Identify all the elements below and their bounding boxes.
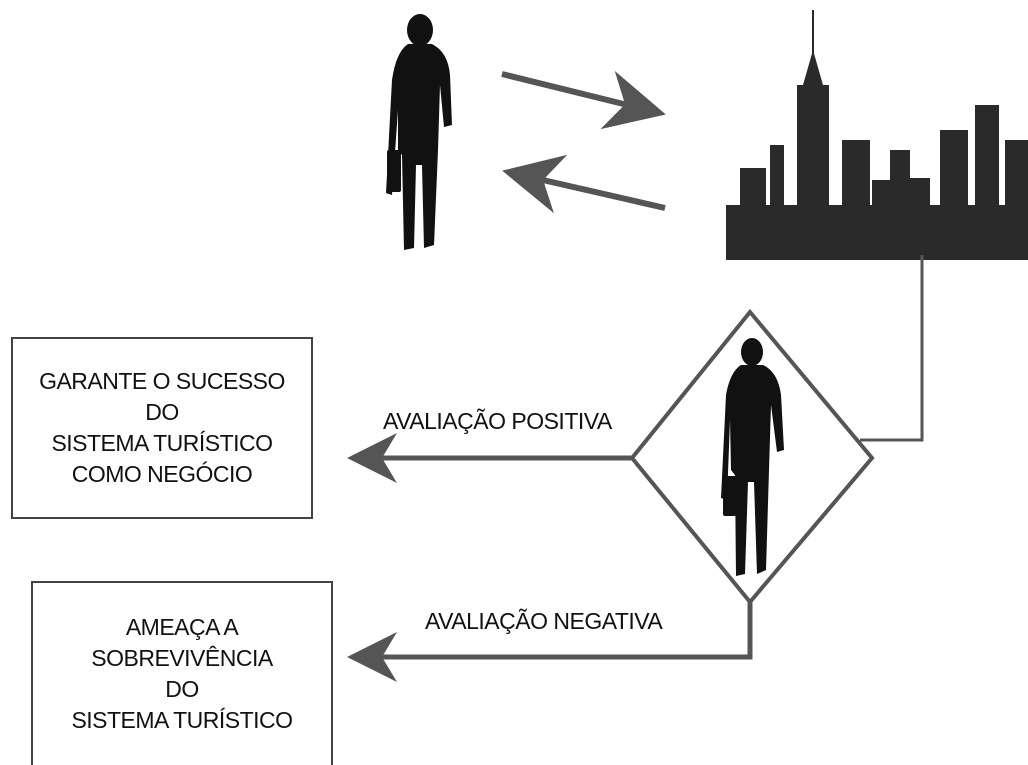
city-to-evaluation-connector	[860, 255, 924, 442]
positive-evaluation-label: AVALIAÇÃO POSITIVA	[383, 408, 612, 434]
arrow-to-traveler	[502, 154, 666, 214]
negative-evaluation-label: AVALIAÇÃO NEGATIVA	[425, 608, 663, 634]
person-in-diamond-icon	[721, 338, 784, 576]
positive-box-line: GARANTE O SUCESSO	[39, 368, 285, 394]
positive-box-line: COMO NEGÓCIO	[71, 461, 253, 487]
negative-box-line: DO	[165, 676, 199, 702]
positive-box-line: DO	[145, 399, 179, 425]
negative-box-line: AMEAÇA A	[125, 614, 239, 640]
positive-box-line: SISTEMA TURÍSTICO	[51, 430, 273, 456]
negative-box-line: SISTEMA TURÍSTICO	[71, 707, 293, 733]
positive-outcome-box: GARANTE O SUCESSO DO SISTEMA TURÍSTICO C…	[11, 337, 313, 519]
traveler-silhouette-icon	[386, 14, 452, 250]
negative-box-line: SOBREVIVÊNCIA	[91, 645, 273, 671]
negative-outcome-box: AMEAÇA A SOBREVIVÊNCIA DO SISTEMA TURÍST…	[31, 581, 333, 765]
negative-arrow	[347, 602, 753, 682]
city-skyline-icon	[726, 10, 1028, 260]
arrow-to-city	[501, 70, 666, 130]
